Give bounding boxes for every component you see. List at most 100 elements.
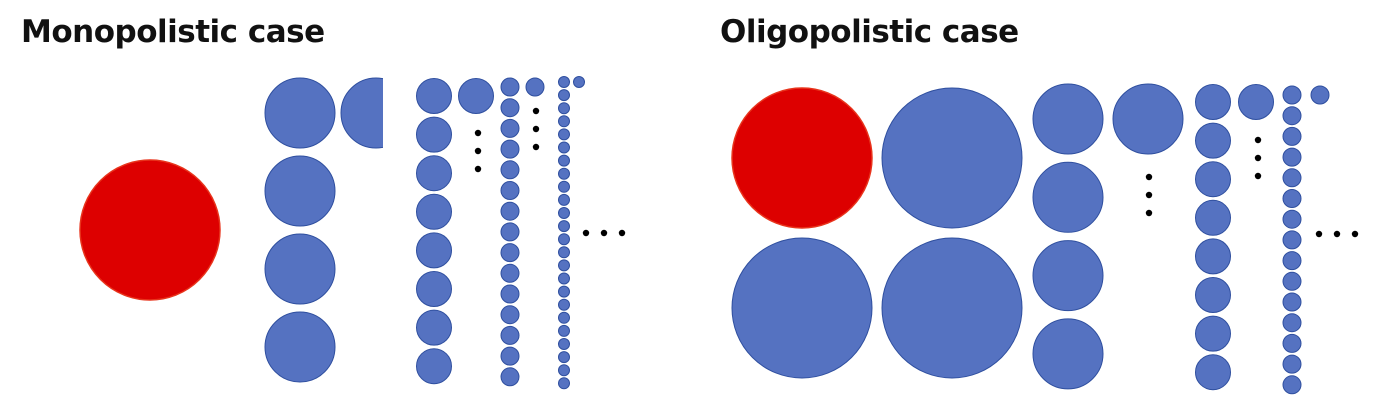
tiny-firm-circle xyxy=(558,220,570,233)
small-firm-circle xyxy=(500,222,520,242)
oligopolistic-case-title: Oligopolistic case xyxy=(720,14,1019,50)
tiny-firm-circle xyxy=(558,128,570,141)
small-firm-circle xyxy=(500,201,520,221)
medium-firm-circle xyxy=(1195,199,1231,236)
tiny-firm-circle xyxy=(573,76,585,88)
small-firm-circle xyxy=(500,98,520,118)
medium-firm-circle xyxy=(1238,84,1274,120)
ellipsis-dot xyxy=(1333,230,1341,238)
medium-firm-circle xyxy=(416,309,452,346)
tiny-firm-circle xyxy=(558,154,570,167)
tiny-firm-circle xyxy=(558,193,570,206)
small-firm-circle xyxy=(500,77,520,97)
small-firm-circle xyxy=(500,181,520,200)
small-firm-circle xyxy=(1282,189,1302,208)
tiny-firm-circle xyxy=(558,115,570,128)
partial-firm-circle xyxy=(340,77,383,149)
ellipsis-dot xyxy=(532,143,540,151)
medium-firm-circle xyxy=(416,348,452,385)
small-firm-circle xyxy=(1282,168,1302,188)
medium-firm-circle xyxy=(416,78,452,114)
small-firm-circle xyxy=(1282,292,1302,312)
ellipsis-dot xyxy=(1351,230,1359,238)
small-firm-circle xyxy=(500,346,520,366)
medium-firm-circle xyxy=(416,193,452,230)
ellipsis-dot xyxy=(474,129,482,137)
small-firm-circle xyxy=(1282,375,1302,395)
small-firm-circle xyxy=(1282,271,1302,291)
tiny-firm-circle xyxy=(558,351,570,364)
large-firm-circle xyxy=(264,233,336,305)
tiny-firm-circle xyxy=(558,298,570,311)
dominant-firm-circle xyxy=(731,87,873,229)
tiny-firm-circle xyxy=(558,233,570,246)
oligopoly-firm-circle xyxy=(881,237,1023,379)
large-firm-circle xyxy=(1032,161,1104,233)
medium-firm-circle xyxy=(1195,277,1231,313)
medium-firm-circle xyxy=(1195,238,1231,275)
large-firm-circle xyxy=(264,77,336,149)
medium-firm-circle xyxy=(1195,354,1231,391)
medium-firm-circle xyxy=(416,232,452,269)
small-firm-circle xyxy=(1282,126,1302,146)
tiny-firm-circle xyxy=(558,364,570,377)
large-firm-circle xyxy=(1112,83,1184,155)
medium-firm-circle xyxy=(458,78,494,114)
monopolistic-case-title: Monopolistic case xyxy=(21,14,325,50)
medium-firm-circle xyxy=(1195,122,1231,159)
small-firm-circle xyxy=(500,118,520,138)
tiny-firm-circle xyxy=(558,285,570,298)
small-firm-circle xyxy=(500,263,520,283)
small-firm-circle xyxy=(500,243,520,263)
small-firm-circle xyxy=(500,367,520,387)
large-firm-circle xyxy=(1032,83,1104,155)
medium-firm-circle xyxy=(416,271,452,307)
dominant-firm-circle xyxy=(79,159,221,301)
small-firm-circle xyxy=(500,139,520,159)
ellipsis-dot xyxy=(1254,136,1262,144)
large-firm-circle xyxy=(1032,318,1104,390)
large-firm-circle xyxy=(1032,240,1104,312)
tiny-firm-circle xyxy=(558,89,570,102)
ellipsis-dot xyxy=(1254,154,1262,162)
small-firm-circle xyxy=(1282,106,1302,126)
small-firm-circle xyxy=(1282,251,1302,271)
tiny-firm-circle xyxy=(558,377,570,390)
small-firm-circle xyxy=(500,305,520,325)
medium-firm-circle xyxy=(416,116,452,153)
tiny-firm-circle xyxy=(558,311,570,324)
ellipsis-dot xyxy=(618,229,626,237)
small-firm-circle xyxy=(1282,333,1302,353)
medium-firm-circle xyxy=(416,155,452,192)
ellipsis-dot xyxy=(1315,230,1323,238)
tiny-firm-circle xyxy=(558,141,570,154)
ellipsis-dot xyxy=(582,229,590,237)
tiny-firm-circle xyxy=(558,167,570,180)
ellipsis-dot xyxy=(474,147,482,155)
small-firm-circle xyxy=(500,160,520,180)
tiny-firm-circle xyxy=(558,272,570,285)
tiny-firm-circle xyxy=(558,246,570,259)
large-firm-circle xyxy=(264,155,336,227)
small-firm-circle xyxy=(525,77,545,97)
small-firm-circle xyxy=(1282,230,1302,250)
ellipsis-dot xyxy=(1254,172,1262,180)
small-firm-circle xyxy=(1282,85,1302,105)
tiny-firm-circle xyxy=(558,102,570,115)
medium-firm-circle xyxy=(1195,315,1231,352)
tiny-firm-circle xyxy=(558,207,570,219)
ellipsis-dot xyxy=(1145,173,1153,181)
tiny-firm-circle xyxy=(558,324,570,337)
small-firm-circle xyxy=(1282,354,1302,374)
tiny-firm-circle xyxy=(558,180,570,193)
tiny-firm-circle xyxy=(558,338,570,350)
small-firm-circle xyxy=(1310,85,1330,105)
ellipsis-dot xyxy=(532,107,540,115)
ellipsis-dot xyxy=(1145,209,1153,217)
large-firm-circle xyxy=(264,311,336,383)
tiny-firm-circle xyxy=(558,76,570,88)
ellipsis-dot xyxy=(1145,191,1153,199)
ellipsis-dot xyxy=(532,125,540,133)
oligopoly-firm-circle xyxy=(731,237,873,379)
